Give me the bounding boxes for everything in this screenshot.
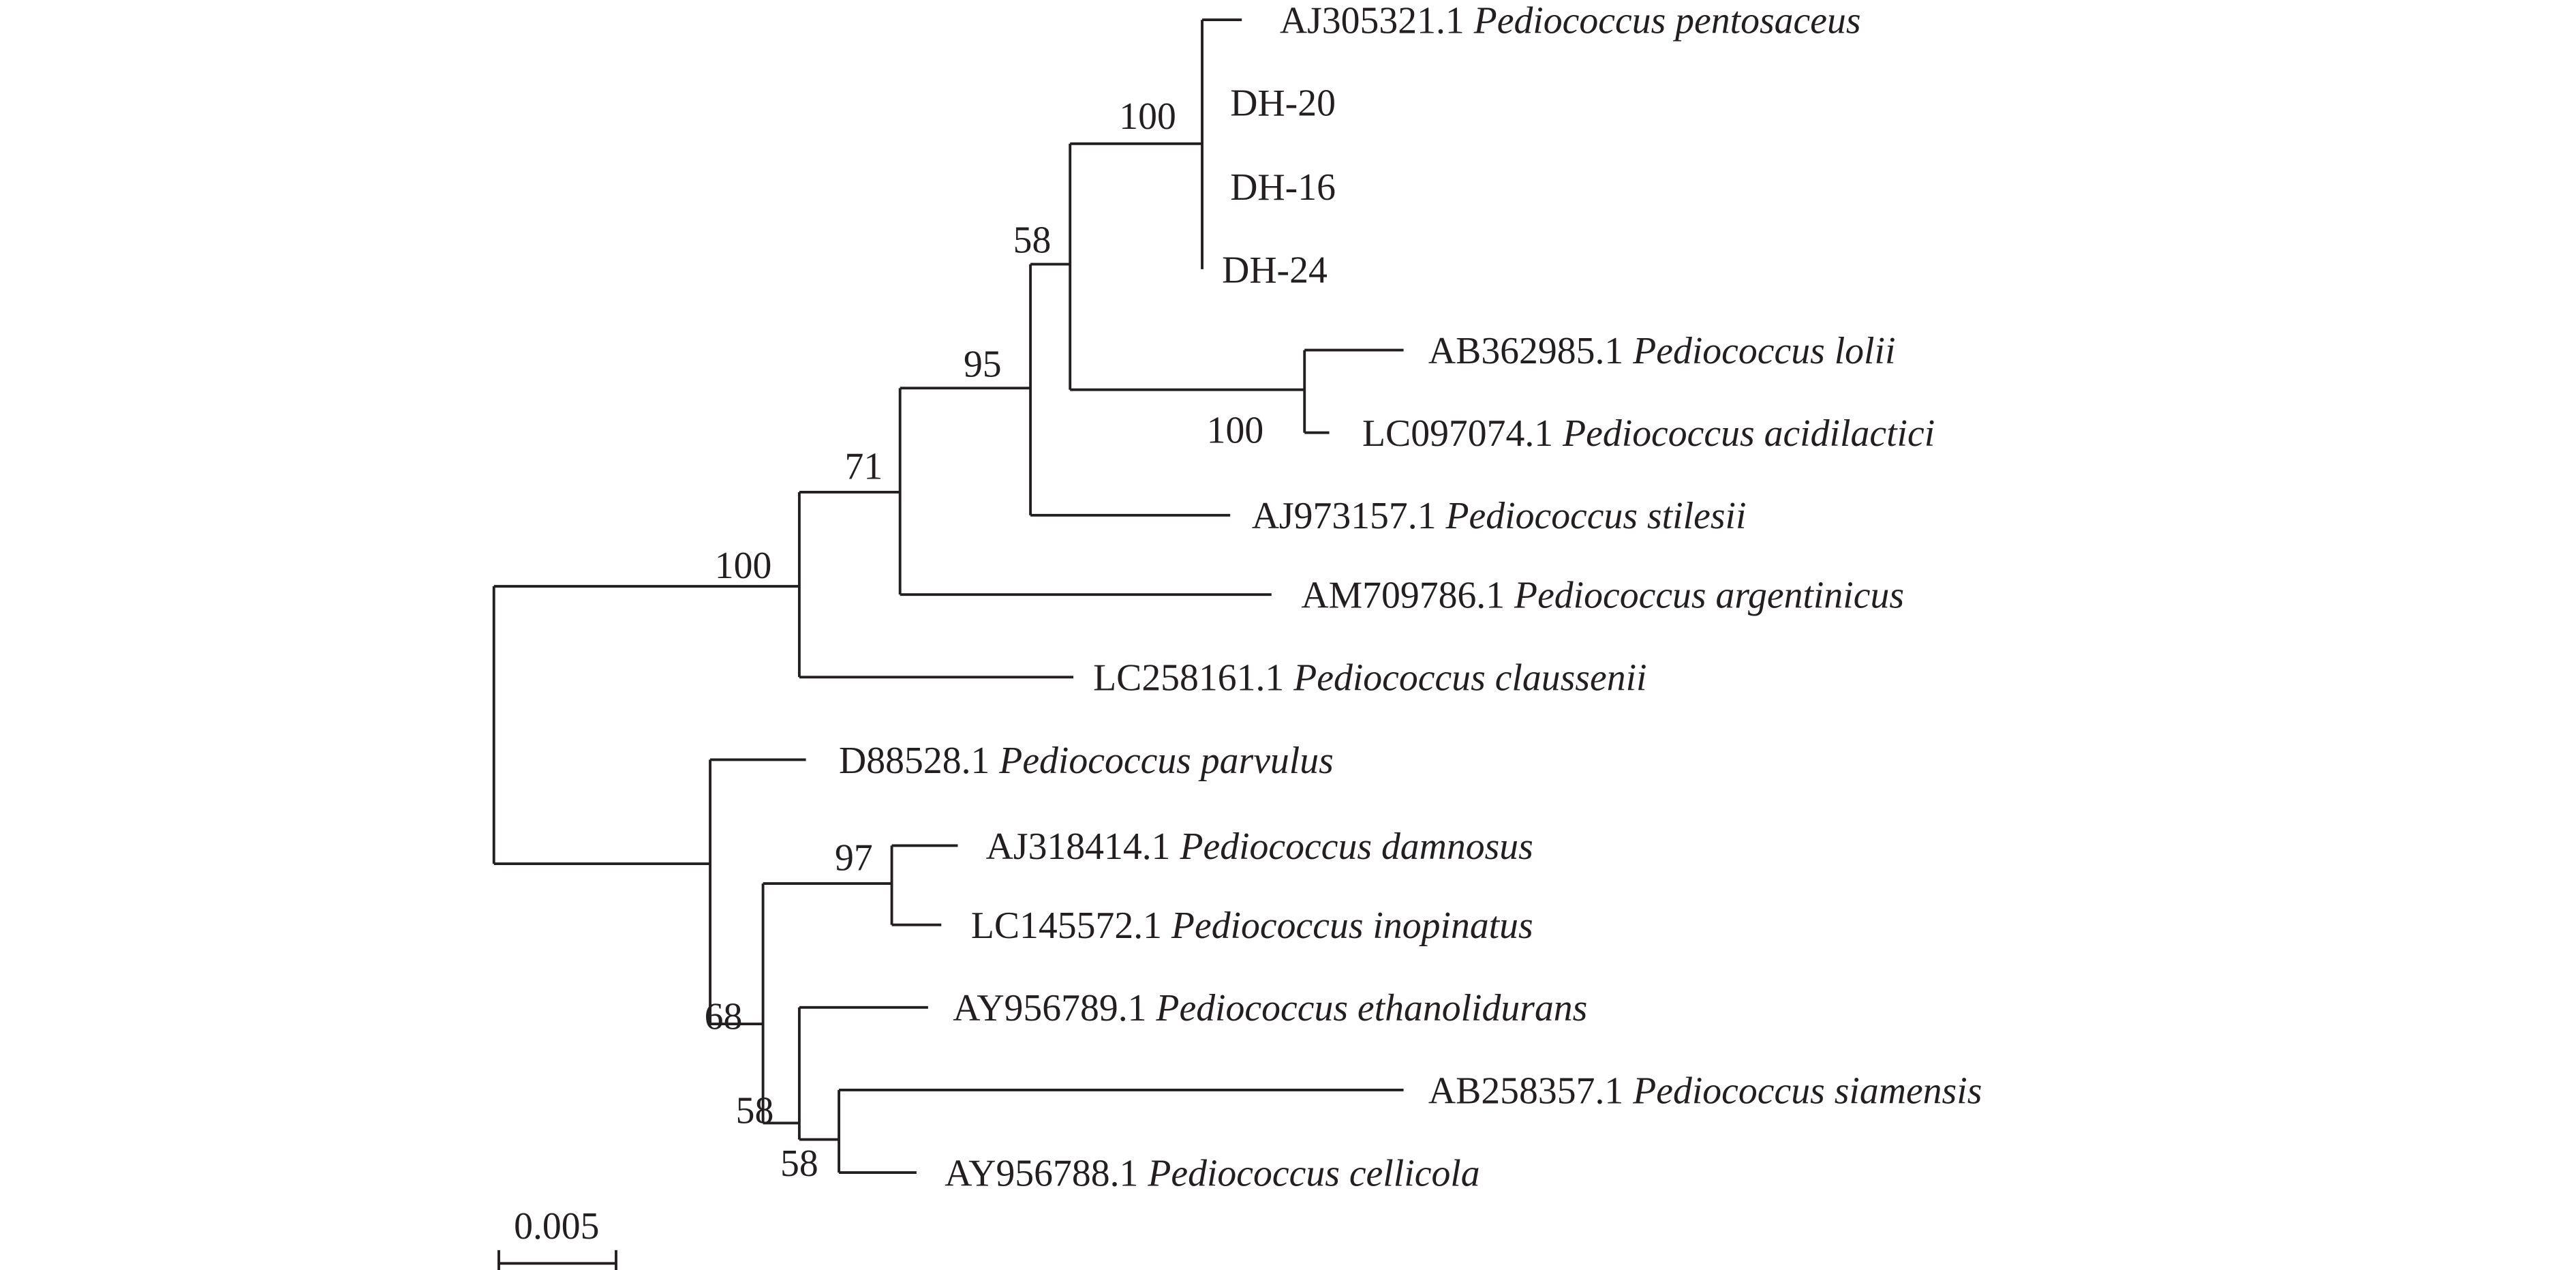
bootstrap-value: 100: [1119, 95, 1176, 138]
tip-accession: AJ973157.1: [1252, 495, 1437, 537]
bootstrap-value: 58: [780, 1143, 818, 1185]
tip-species: Pediococcus argentinicus: [1505, 575, 1904, 617]
tip-species: Pediococcus parvulus: [990, 740, 1333, 782]
scale-bar: [497, 1250, 617, 1270]
tip-accession: AM709786.1: [1301, 575, 1505, 617]
tip-label: D88528.1 Pediococcus parvulus: [839, 740, 1334, 782]
tip-label: AJ973157.1 Pediococcus stilesii: [1252, 495, 1747, 537]
tip-species: Pediococcus ethanolidurans: [1147, 987, 1588, 1029]
tip-label: AM709786.1 Pediococcus argentinicus: [1301, 575, 1904, 617]
tip-accession: D88528.1: [839, 740, 990, 782]
bootstrap-value: 97: [835, 837, 873, 879]
scale-bar-label: 0.005: [514, 1205, 599, 1248]
tip-label: AB362985.1 Pediococcus lolii: [1428, 330, 1896, 372]
tip-accession: DH-16: [1230, 166, 1336, 209]
tip-species: Pediococcus damnosus: [1171, 826, 1533, 868]
tip-label: DH-20: [1230, 82, 1336, 125]
tip-accession: AB258357.1: [1428, 1070, 1623, 1112]
bootstrap-value: 100: [1207, 409, 1264, 451]
tip-label: LC258161.1 Pediococcus claussenii: [1093, 657, 1646, 699]
tip-label: AJ305321.1 Pediococcus pentosaceus: [1280, 0, 1861, 42]
tip-species: Pediococcus pentosaceus: [1465, 0, 1861, 42]
tip-species: Pediococcus claussenii: [1284, 657, 1646, 699]
tip-accession: AB362985.1: [1428, 330, 1623, 372]
tip-accession: AJ318414.1: [986, 826, 1171, 868]
tip-species: Pediococcus siamensis: [1623, 1070, 1982, 1112]
tip-label: DH-24: [1222, 249, 1328, 291]
tip-species: Pediococcus lolii: [1623, 330, 1895, 372]
bootstrap-value: 71: [845, 446, 883, 488]
tip-accession: LC258161.1: [1093, 657, 1284, 699]
tip-accession: AJ305321.1: [1280, 0, 1465, 42]
bootstrap-value: 100: [715, 545, 772, 587]
tip-species: Pediococcus cellicola: [1138, 1152, 1479, 1194]
tip-label: AY956788.1 Pediococcus cellicola: [945, 1152, 1480, 1194]
bootstrap-value: 58: [1013, 220, 1052, 262]
tip-label: LC145572.1 Pediococcus inopinatus: [971, 905, 1533, 947]
tip-label: DH-16: [1230, 166, 1336, 209]
tip-label: AJ318414.1 Pediococcus damnosus: [986, 826, 1533, 868]
tip-label: LC097074.1 Pediococcus acidilactici: [1362, 412, 1935, 455]
tip-species: Pediococcus inopinatus: [1162, 905, 1533, 947]
tip-accession: DH-24: [1222, 249, 1328, 291]
bootstrap-value: 68: [705, 995, 743, 1038]
tip-accession: LC145572.1: [971, 905, 1162, 947]
bootstrap-value: 58: [736, 1089, 774, 1132]
tip-accession: LC097074.1: [1362, 412, 1553, 455]
tip-label: AB258357.1 Pediococcus siamensis: [1428, 1070, 1982, 1112]
tip-accession: DH-20: [1230, 82, 1336, 125]
tip-accession: AY956789.1: [953, 987, 1146, 1029]
tip-label: AY956789.1 Pediococcus ethanolidurans: [953, 987, 1587, 1029]
tip-species: Pediococcus stilesii: [1437, 495, 1747, 537]
tip-accession: AY956788.1: [945, 1152, 1138, 1194]
bootstrap-value: 95: [964, 343, 1002, 385]
tip-species: Pediococcus acidilactici: [1553, 412, 1935, 455]
